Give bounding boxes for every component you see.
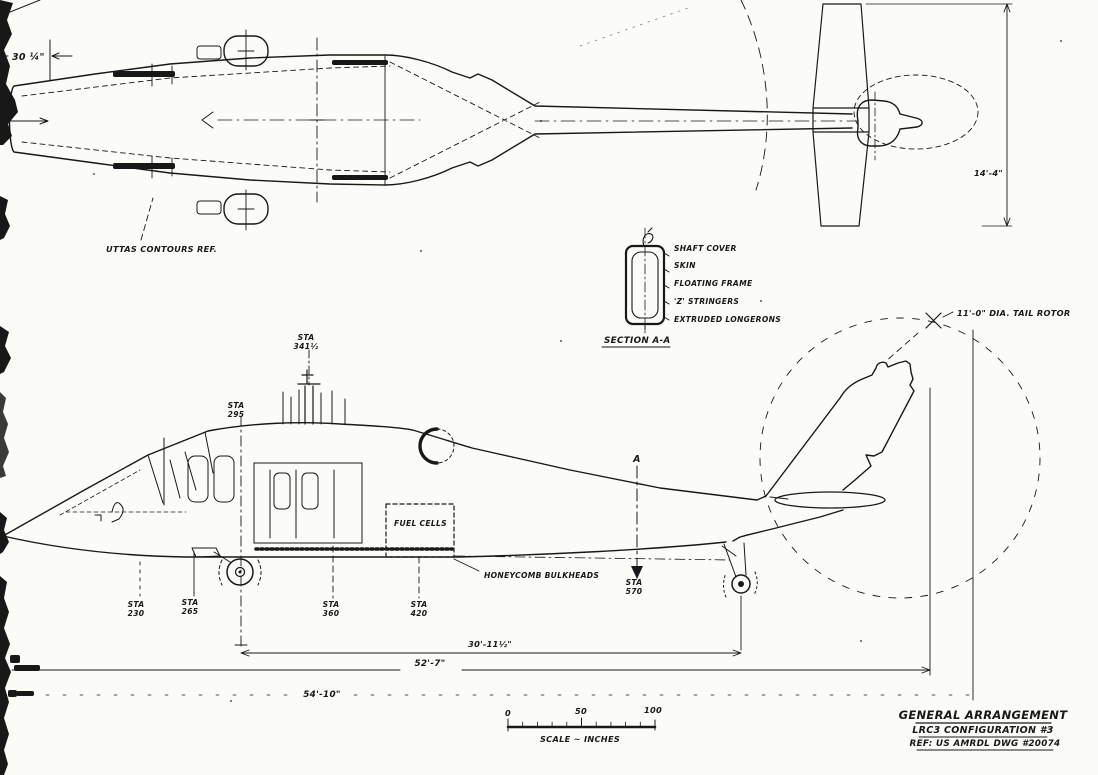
section-cut-line: A [631,454,643,579]
sta-value: 230 [128,609,145,618]
side-exhaust [418,427,455,465]
station-label-420: STA 420 [411,600,428,618]
sta-prefix: STA [182,598,199,607]
label-honeycomb-bulkheads: HONEYCOMB BULKHEADS [484,571,599,580]
dim-fuselage-54: 54'-10" [303,690,341,700]
side-cabin-details [253,462,454,551]
title-line-2: LRC3 CONFIGURATION #3 [912,725,1054,736]
station-label-341: STA 341½ [294,333,319,351]
callout-floating-frame: FLOATING FRAME [674,279,753,288]
plan-wheel-upper [196,29,269,71]
title-line-1: GENERAL ARRANGEMENT [899,708,1069,722]
dim-54-10-group: 54'-10" [11,690,974,700]
label-fuel-cells: FUEL CELLS [394,519,447,528]
dim-nose-overhang-group: 30 ¼" [0,39,73,125]
scan-torn-edge [0,0,41,775]
scale-tick-0: 0 [505,708,511,718]
section-shaft-hook [642,227,654,247]
sta-prefix: STA [298,333,315,342]
callout-shaft-cover: SHAFT COVER [674,244,737,253]
dim-nose-overhang: 30 ¼" [12,52,45,63]
plan-centerline [217,119,859,122]
dim-52-7-group: 52'-7" [11,659,931,674]
sta-value: 265 [182,607,199,616]
sta-prefix: STA [228,401,245,410]
station-label-265: STA 265 [182,598,199,616]
sta-value: 570 [626,587,643,596]
plan-centerline-chevron [201,111,214,129]
sta-prefix: STA [626,578,643,587]
plan-main-rotor-arc [740,0,768,191]
scale-tick-100: 100 [644,705,662,715]
plan-wheel-lower [196,189,269,231]
dim-tail-span: 14'-4" [974,168,1003,178]
sta-value: 360 [323,609,340,618]
sta-prefix: STA [411,600,428,609]
scale-bar: 0 50 100 SCALE ~ INCHES [505,705,662,744]
dim-30-11-group: 30'-11½" [240,639,742,657]
side-tail-gear [721,542,758,651]
plan-stabilizer [812,3,870,227]
plan-nacelle-bar-lower [113,163,175,169]
callout-extruded-longerons: EXTRUDED LONGERONS [674,315,781,324]
side-rotor-mast [282,369,346,425]
length-dimensions: 30'-11½" 52'-7" 54'-10" [11,639,974,700]
callout-skin: SKIN [674,261,696,270]
sta-prefix: STA [128,600,145,609]
sta-value: 341½ [294,342,319,351]
bulkheads-note-group: HONEYCOMB BULKHEADS [453,558,599,580]
note-tail-rotor-dia: 11'-0" DIA. TAIL ROTOR [957,308,1071,318]
note-uttas-group: UTTAS CONTOURS REF. [106,197,217,254]
dim-fuselage-52: 52'-7" [414,659,445,669]
plan-fuselage-outline [8,54,853,186]
plan-tail-hub-fairing [856,99,923,147]
note-tail-rotor-group: 11'-0" DIA. TAIL ROTOR [884,308,1071,363]
plan-tail-rotor-disc [853,74,979,150]
station-label-295: STA 295 [228,401,245,419]
label-section-cut-a: A [632,454,641,465]
station-label-360: STA 360 [323,600,340,618]
sta-value: 420 [411,609,428,618]
fuel-cells-group: FUEL CELLS [385,503,455,558]
side-view: 11'-0" DIA. TAIL ROTOR [2,308,1071,701]
station-label-230: STA 230 [128,600,145,618]
caption-section-aa: SECTION A-A [604,336,671,346]
dim-fuselage-30: 30'-11½" [468,639,512,649]
sta-prefix: STA [323,600,340,609]
scale-tick-50: 50 [575,706,587,716]
scale-caption: SCALE ~ INCHES [540,734,620,744]
station-label-570: STA 570 [626,578,643,596]
section-detail: SHAFT COVER SKIN FLOATING FRAME 'Z' STRI… [601,227,781,348]
side-fuselage-outline [2,360,915,558]
side-main-gear [191,547,262,586]
sta-value: 295 [228,410,245,419]
plan-view: 14'-4" 30 ¼" UTTAS CONTOURS REF. [0,0,1013,254]
note-uttas-contours: UTTAS CONTOURS REF. [106,244,217,254]
dim-tail-span-group: 14'-4" [865,3,1013,227]
title-block: GENERAL ARRANGEMENT LRC3 CONFIGURATION #… [899,708,1069,751]
plan-uttas-contour-dashed [21,61,541,179]
side-cockpit-details [59,431,235,523]
side-tail-rotor-disc [759,317,1041,599]
plan-nacelle-bar-upper [113,71,175,77]
side-stabilizer [774,491,886,509]
scan-specks [93,40,1062,702]
callout-z-stringers: 'Z' STRINGERS [674,297,739,306]
title-line-3: REF: US AMRDL DWG #20074 [910,739,1061,749]
